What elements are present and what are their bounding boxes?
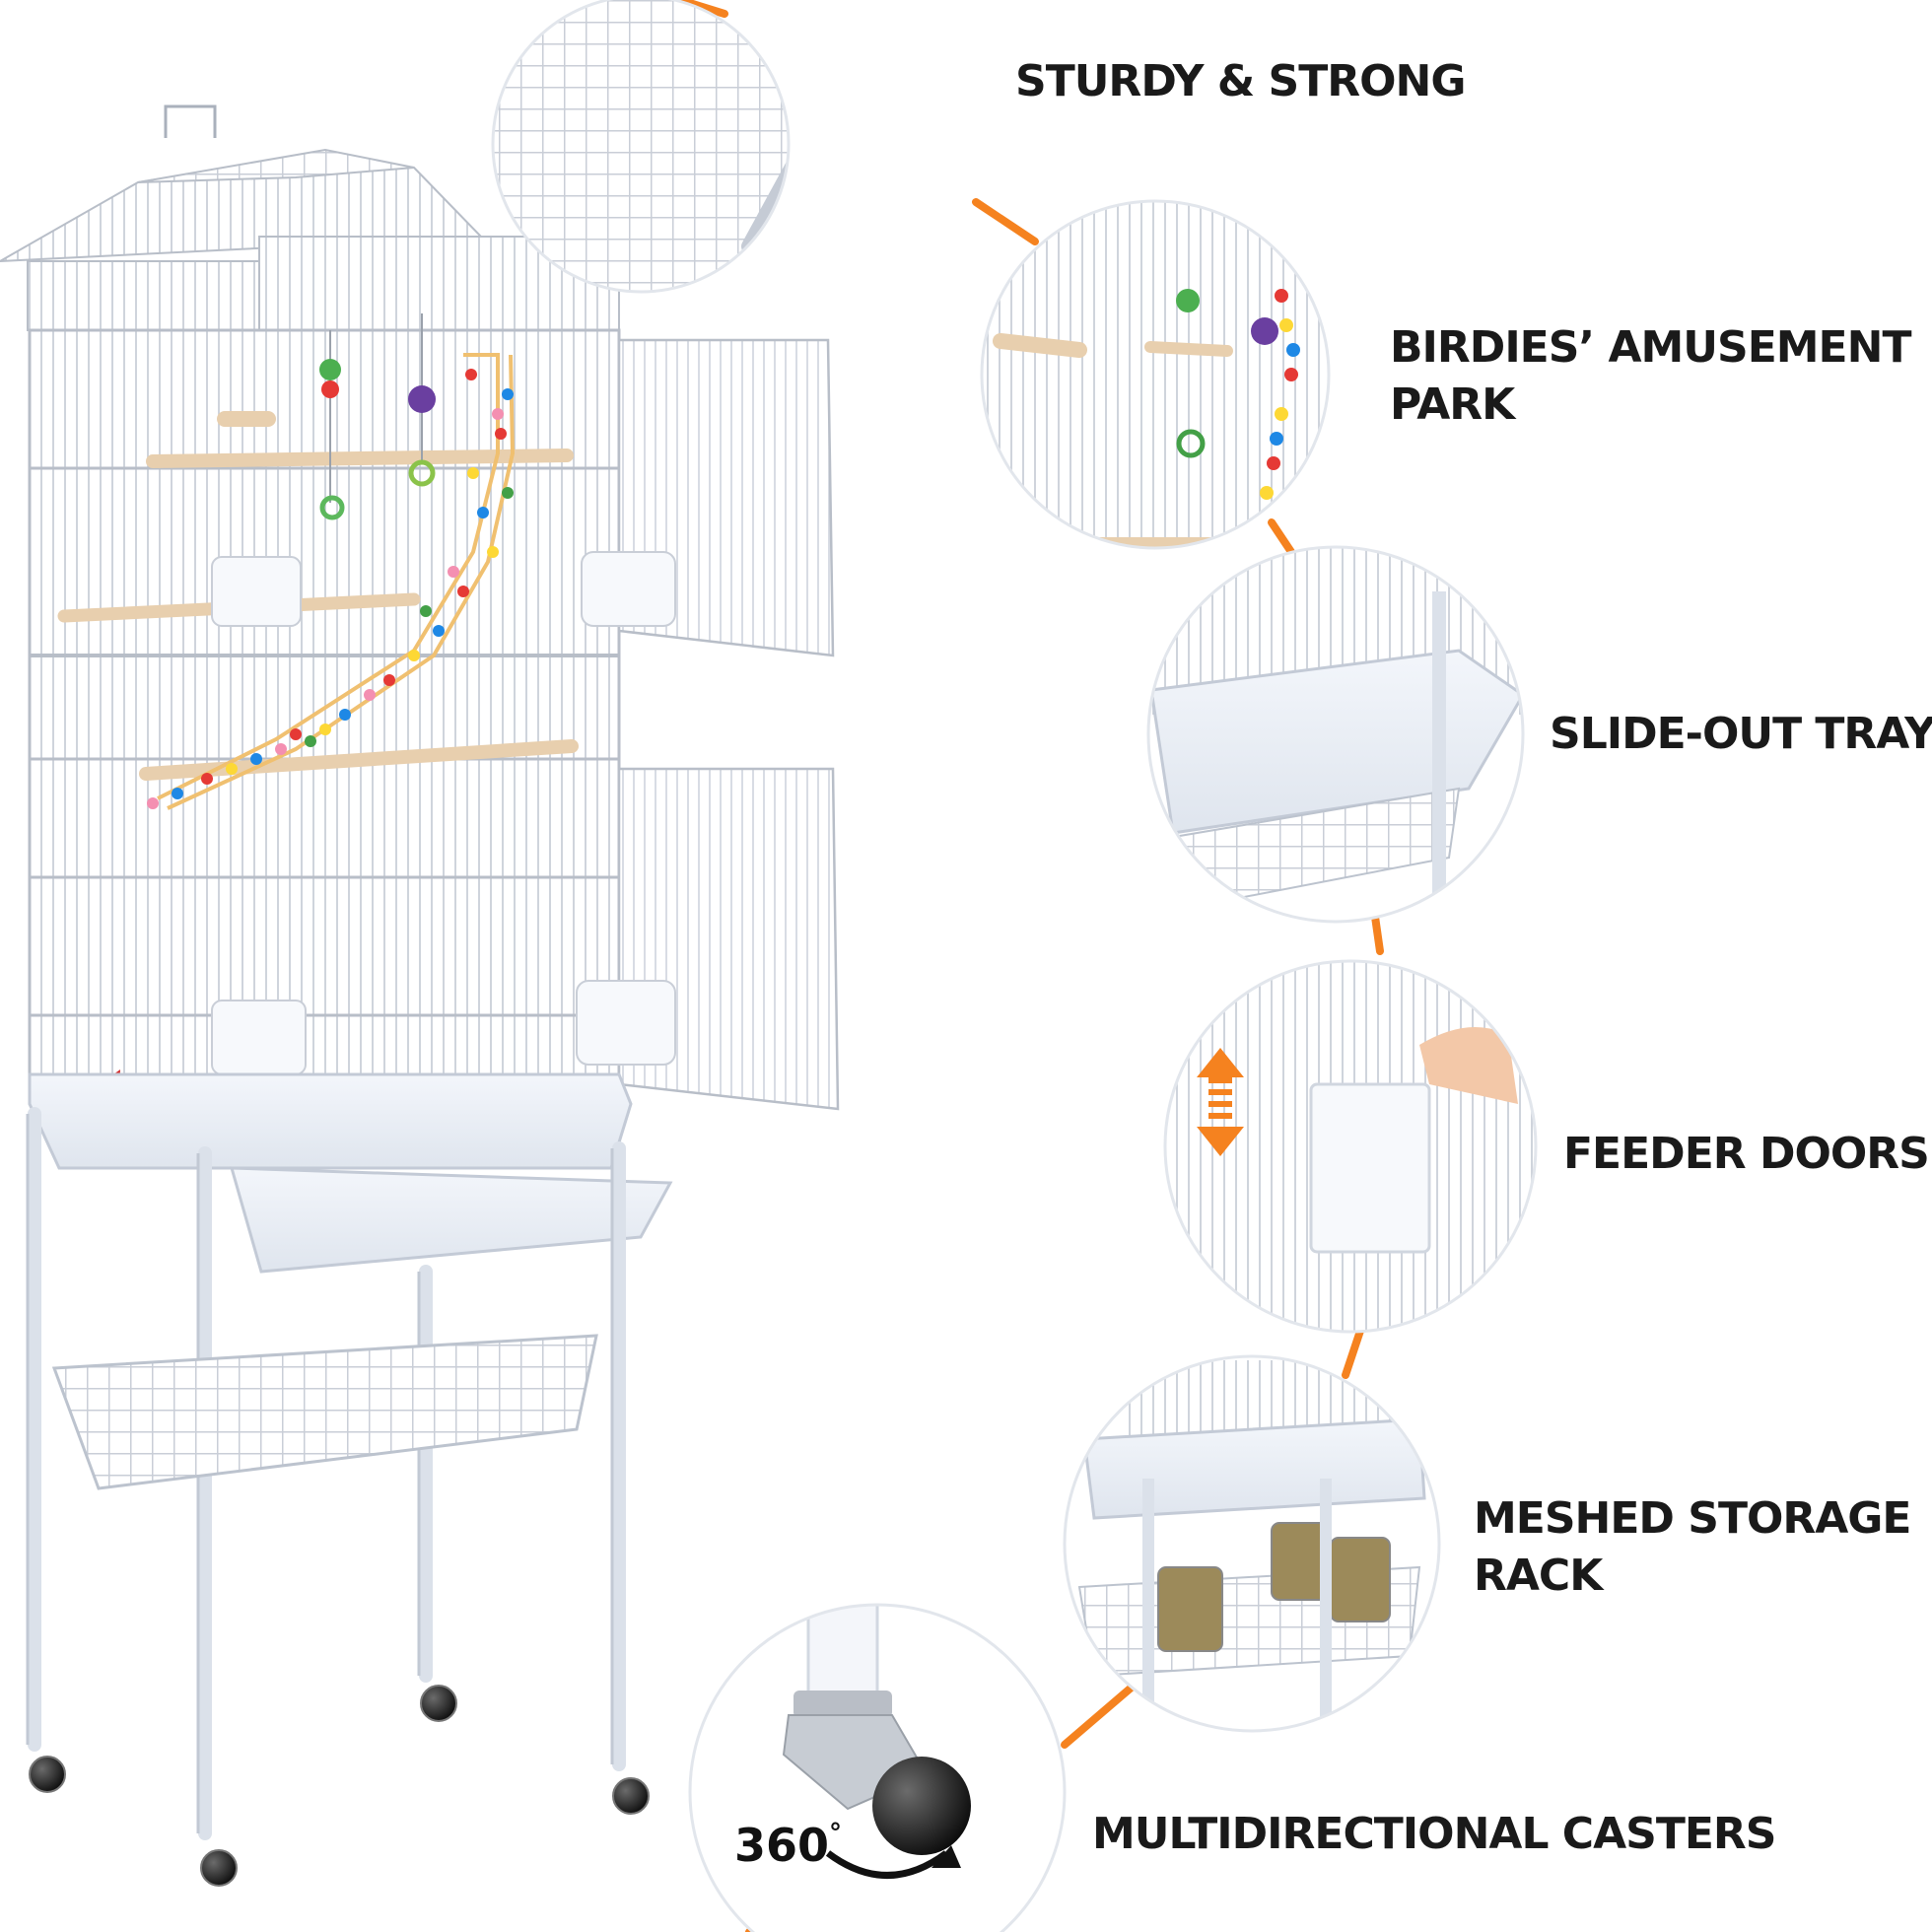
caster-wheels [29, 1685, 650, 1887]
detail-circle-feeder [1165, 961, 1536, 1332]
feature-label-tray: SLIDE-OUT TRAY [1550, 706, 1932, 763]
feature-label-tray-line1: SLIDE-OUT TRAY [1550, 709, 1932, 759]
feature-label-amusement-line2: PARK [1390, 380, 1515, 430]
rotation-degree-value: 360 [734, 1819, 830, 1872]
detail-circle-storage [1065, 1356, 1439, 1731]
feature-label-amusement: BIRDIES’ AMUSEMENT PARK [1390, 319, 1911, 434]
feature-label-sturdy: STURDY & STRONG [1015, 53, 1466, 110]
feature-label-storage-line1: MESHED STORAGE [1474, 1493, 1911, 1544]
cage-body [28, 328, 621, 1081]
rotate-arrow-icon [825, 1850, 949, 1879]
feature-label-sturdy-line1: STURDY & STRONG [1015, 56, 1466, 106]
feature-label-feeder-line1: FEEDER DOORS [1563, 1129, 1930, 1179]
cage-base-tray [28, 1072, 673, 1274]
rotation-degree-symbol: ° [829, 1819, 843, 1848]
feature-label-feeder: FEEDER DOORS [1563, 1126, 1930, 1183]
bead-ladder [147, 353, 516, 810]
detail-circle-tray [1148, 547, 1523, 922]
detail-circle-casters [690, 1605, 1065, 1932]
connector-line [676, 0, 1384, 1932]
cage-roof [0, 104, 620, 331]
stand-legs [28, 1107, 626, 1840]
rotation-degree-badge: 360° [734, 1819, 842, 1872]
up-down-arrow-icon [1197, 1048, 1244, 1156]
feature-label-casters-line1: MULTIDIRECTIONAL CASTERS [1092, 1809, 1776, 1859]
detail-circle-amusement [982, 201, 1329, 548]
storage-basket [51, 1334, 598, 1490]
feature-label-casters: MULTIDIRECTIONAL CASTERS [1092, 1806, 1776, 1863]
feature-label-storage-line2: RACK [1474, 1551, 1603, 1601]
feature-label-amusement-line1: BIRDIES’ AMUSEMENT [1390, 322, 1911, 373]
feeder-cups [211, 551, 676, 1075]
detail-circle-sturdy [493, 0, 789, 292]
feature-label-storage: MESHED STORAGE RACK [1474, 1490, 1911, 1605]
hanging-toys [319, 313, 436, 520]
